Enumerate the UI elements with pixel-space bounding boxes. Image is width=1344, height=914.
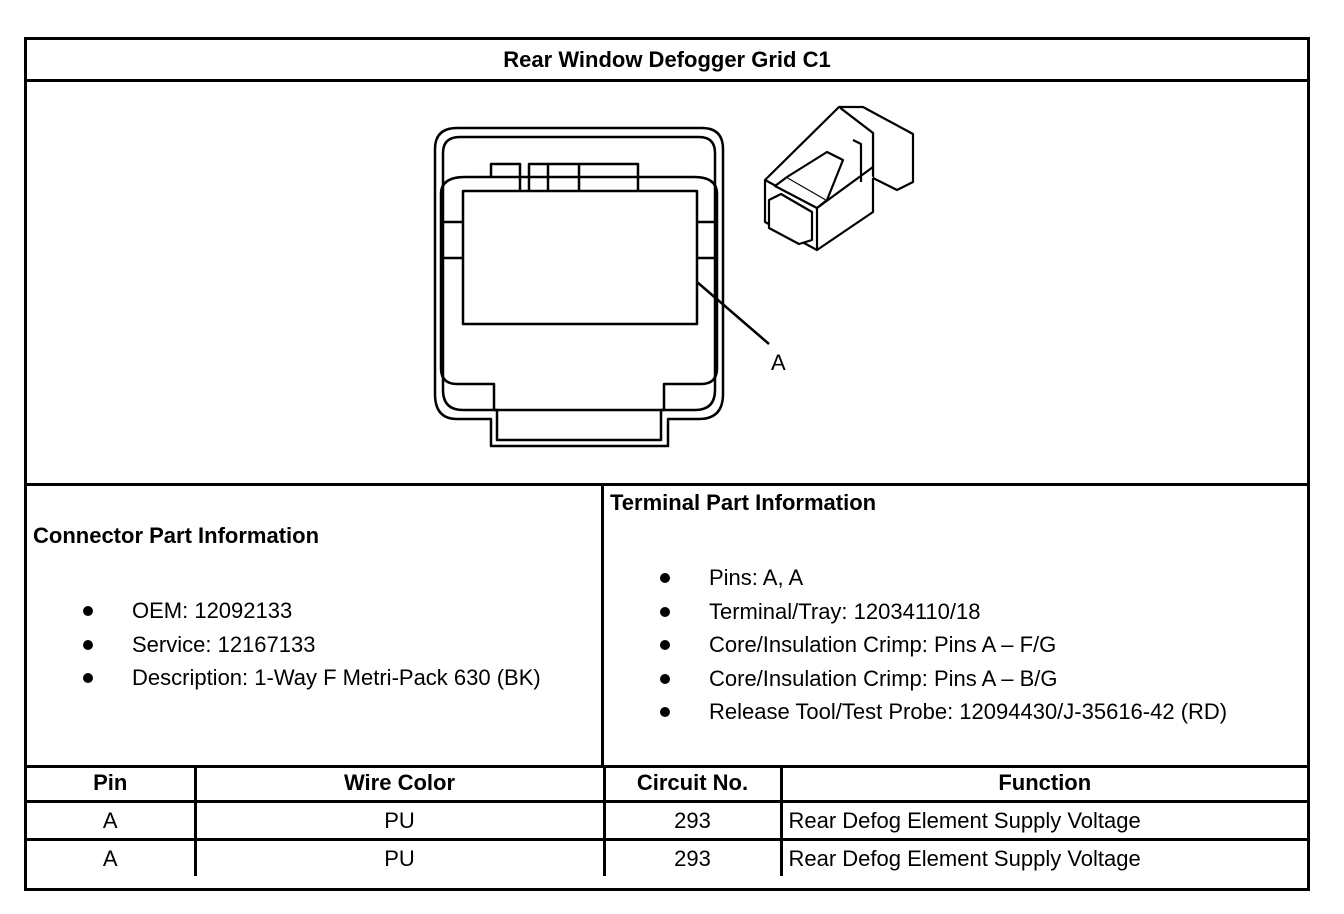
cell-wire-color: PU — [193, 838, 606, 876]
bullet-icon — [83, 673, 93, 683]
terminal-part-list: Pins: A, A Terminal/Tray: 12034110/18 Co… — [656, 561, 1227, 729]
connector-part-heading: Connector Part Information — [33, 523, 320, 548]
connector-face-drawing: A — [433, 105, 915, 448]
connector-sheet: Rear Window Defogger Grid C1 — [24, 37, 1310, 891]
table-row: A PU 293 Rear Defog Element Supply Volta… — [27, 838, 1307, 876]
table-row: A PU 293 Rear Defog Element Supply Volta… — [27, 800, 1307, 841]
list-item: Release Tool/Test Probe: 12094430/J-3561… — [656, 695, 1227, 729]
terminal-part-info: Terminal Part Information Pins: A, A Ter… — [604, 486, 1307, 765]
cell-circuit-no: 293 — [602, 838, 783, 876]
list-item: Pins: A, A — [656, 561, 1227, 595]
cell-wire-color: PU — [193, 800, 606, 841]
bullet-icon — [660, 640, 670, 650]
list-item: Service: 12167133 — [79, 628, 541, 662]
callout-label: A — [771, 350, 786, 375]
pin-table: Pin Wire Color Circuit No. Function A PU… — [27, 765, 1307, 876]
list-item: Description: 1-Way F Metri-Pack 630 (BK) — [79, 661, 541, 695]
cell-pin: A — [27, 838, 197, 876]
cell-pin: A — [27, 800, 197, 841]
list-item: OEM: 12092133 — [79, 594, 541, 628]
cell-function: Rear Defog Element Supply Voltage — [779, 800, 1307, 841]
header-pin: Pin — [27, 765, 197, 803]
bullet-icon — [660, 707, 670, 717]
header-function: Function — [779, 765, 1307, 803]
cell-circuit-no: 293 — [602, 800, 783, 841]
connector-part-info: Connector Part Information OEM: 12092133… — [27, 486, 604, 765]
list-item: Core/Insulation Crimp: Pins A – F/G — [656, 628, 1227, 662]
terminal-part-heading: Terminal Part Information — [610, 490, 877, 515]
bullet-icon — [660, 606, 670, 617]
header-circuit-no: Circuit No. — [602, 765, 783, 803]
list-item: Terminal/Tray: 12034110/18 — [656, 595, 1227, 629]
connector-figure: A — [27, 82, 1307, 486]
list-item: Core/Insulation Crimp: Pins A – B/G — [656, 662, 1227, 696]
bullet-icon — [83, 606, 93, 616]
part-information: Connector Part Information OEM: 12092133… — [27, 483, 1307, 768]
page-title: Rear Window Defogger Grid C1 — [27, 40, 1307, 82]
cell-function: Rear Defog Element Supply Voltage — [779, 838, 1307, 876]
bullet-icon — [660, 673, 670, 684]
bullet-icon — [660, 573, 670, 583]
table-header-row: Pin Wire Color Circuit No. Function — [27, 765, 1307, 803]
connector-part-list: OEM: 12092133 Service: 12167133 Descript… — [79, 594, 541, 695]
connector-iso-icon — [763, 105, 915, 252]
header-wire-color: Wire Color — [193, 765, 606, 803]
bullet-icon — [83, 639, 93, 650]
